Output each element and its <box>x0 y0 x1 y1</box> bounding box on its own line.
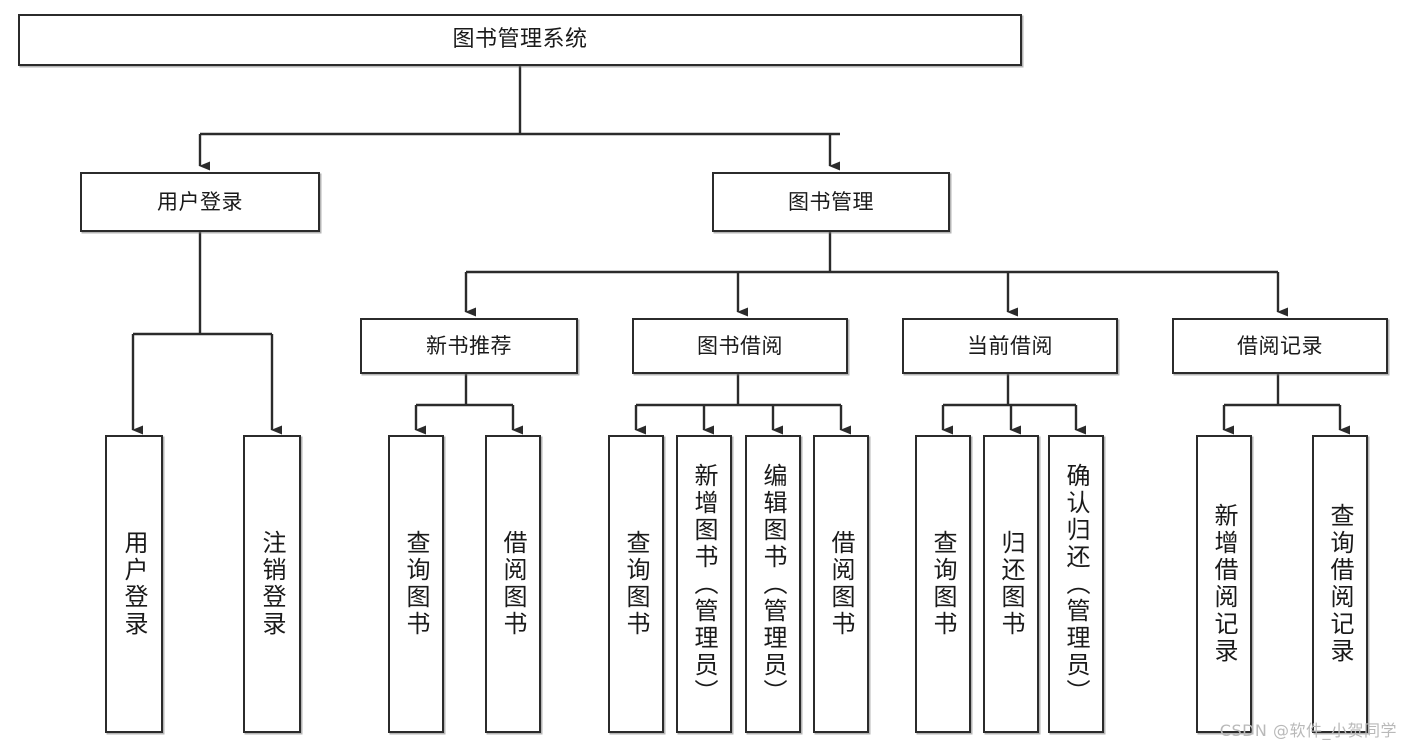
node-user-login-label: 用户登录 <box>157 189 243 214</box>
node-leaf-add-record[interactable]: 新增借阅记录 <box>1196 435 1252 733</box>
node-leaf-query-book-1[interactable]: 查询图书 <box>388 435 444 733</box>
node-leaf-confirm-return[interactable]: 确认归还（管理员） <box>1048 435 1104 733</box>
node-leaf-user-logout-label: 注销登录 <box>258 530 286 638</box>
node-leaf-query-book-2-label: 查询图书 <box>622 530 650 638</box>
node-leaf-edit-book[interactable]: 编辑图书（管理员） <box>745 435 801 733</box>
node-book-manage-label: 图书管理 <box>788 189 874 214</box>
node-leaf-query-book-3[interactable]: 查询图书 <box>915 435 971 733</box>
node-leaf-query-book-2[interactable]: 查询图书 <box>608 435 664 733</box>
node-book-borrow[interactable]: 图书借阅 <box>632 318 848 374</box>
node-borrow-record[interactable]: 借阅记录 <box>1172 318 1388 374</box>
node-leaf-add-book-label: 新增图书（管理员） <box>690 462 718 706</box>
node-root[interactable]: 图书管理系统 <box>18 14 1022 66</box>
node-leaf-borrow-book-1-label: 借阅图书 <box>499 530 527 638</box>
node-leaf-edit-book-label: 编辑图书（管理员） <box>759 462 787 706</box>
csdn-watermark: CSDN @软件_小贺同学 <box>1219 721 1397 740</box>
node-book-borrow-label: 图书借阅 <box>697 333 783 358</box>
node-book-manage[interactable]: 图书管理 <box>712 172 950 232</box>
node-new-book-recommend[interactable]: 新书推荐 <box>360 318 578 374</box>
node-new-book-recommend-label: 新书推荐 <box>426 333 512 358</box>
node-leaf-user-login[interactable]: 用户登录 <box>105 435 163 733</box>
node-leaf-query-book-1-label: 查询图书 <box>402 530 430 638</box>
node-leaf-query-record[interactable]: 查询借阅记录 <box>1312 435 1368 733</box>
node-leaf-borrow-book-2[interactable]: 借阅图书 <box>813 435 869 733</box>
node-leaf-add-book[interactable]: 新增图书（管理员） <box>676 435 732 733</box>
node-borrow-record-label: 借阅记录 <box>1237 333 1323 358</box>
node-leaf-borrow-book-1[interactable]: 借阅图书 <box>485 435 541 733</box>
node-leaf-borrow-book-2-label: 借阅图书 <box>827 530 855 638</box>
node-leaf-confirm-return-label: 确认归还（管理员） <box>1062 462 1090 706</box>
node-user-login[interactable]: 用户登录 <box>80 172 320 232</box>
node-root-label: 图书管理系统 <box>452 27 588 53</box>
node-leaf-query-book-3-label: 查询图书 <box>929 530 957 638</box>
node-leaf-add-record-label: 新增借阅记录 <box>1210 503 1238 665</box>
node-leaf-user-login-label: 用户登录 <box>120 530 148 638</box>
node-leaf-user-logout[interactable]: 注销登录 <box>243 435 301 733</box>
node-leaf-query-record-label: 查询借阅记录 <box>1326 503 1354 665</box>
node-current-borrow[interactable]: 当前借阅 <box>902 318 1118 374</box>
node-current-borrow-label: 当前借阅 <box>967 333 1053 358</box>
node-leaf-return-book-label: 归还图书 <box>997 530 1025 638</box>
node-leaf-return-book[interactable]: 归还图书 <box>983 435 1039 733</box>
